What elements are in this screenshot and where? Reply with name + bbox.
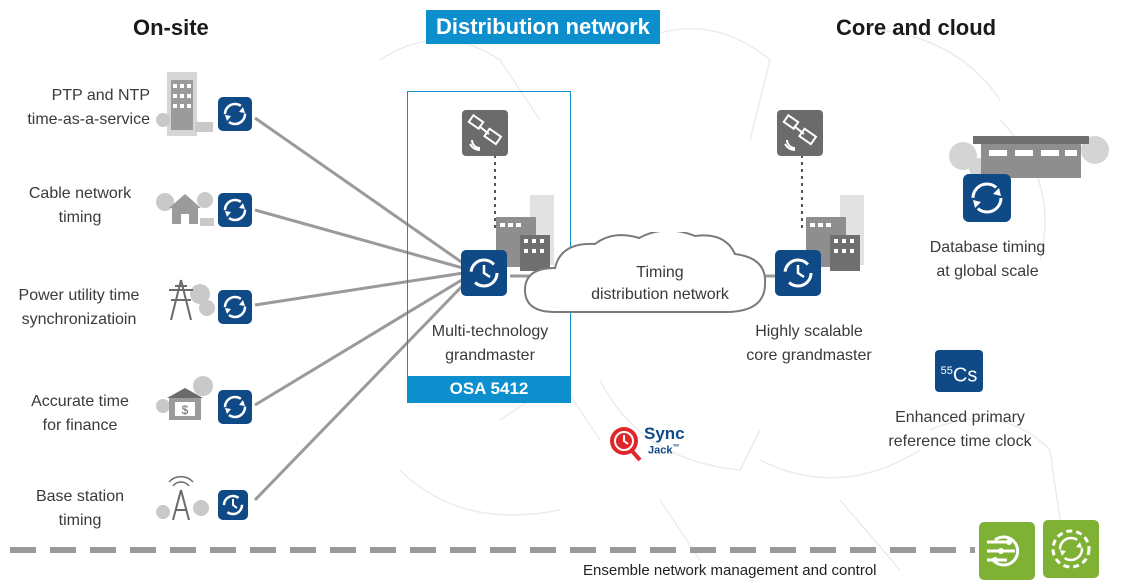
sync-icon	[218, 290, 252, 329]
bank-icon: $	[156, 376, 213, 420]
syncjack-logo-icon	[610, 427, 642, 462]
sync-icon	[218, 193, 252, 232]
sync-icon	[218, 390, 252, 429]
header-core-cloud: Core and cloud	[836, 15, 997, 40]
satellite-icon	[777, 110, 823, 161]
link-basestation	[253, 276, 472, 502]
cloud-shape	[523, 232, 767, 313]
office-building-icon	[156, 72, 213, 136]
product-badge: OSA 5412	[407, 376, 571, 402]
house-icon	[156, 192, 214, 226]
onsite-illustrations: $	[156, 72, 215, 521]
power-pylon-icon	[169, 279, 215, 321]
cesium-clock-icon: 55Cs	[935, 350, 983, 392]
ensemble-label: Ensemble network management and control	[583, 562, 877, 579]
database-sync-icon	[963, 174, 1011, 227]
grandmaster-clock-icon	[461, 250, 507, 301]
city-buildings-icon	[806, 195, 864, 271]
clock-sync-icon	[218, 490, 248, 525]
header-distribution-network: Distribution network	[426, 10, 660, 44]
link-ptp	[254, 116, 471, 270]
link-finance	[254, 273, 471, 407]
link-power	[254, 270, 471, 307]
city-buildings-icon	[496, 195, 554, 271]
sync-icon	[218, 97, 252, 136]
gear-sync-icon	[1043, 520, 1099, 583]
svg-text:$: $	[182, 403, 189, 417]
core-grandmaster-clock-icon	[775, 250, 821, 301]
datacenter-icon	[949, 136, 1109, 178]
link-cable	[254, 208, 471, 272]
header-onsite: On-site	[133, 15, 209, 40]
syncjack-logo: Sync Jack™	[608, 424, 698, 468]
satellite-icon	[462, 110, 508, 161]
settings-sliders-icon	[979, 522, 1035, 585]
antenna-icon	[156, 475, 209, 521]
